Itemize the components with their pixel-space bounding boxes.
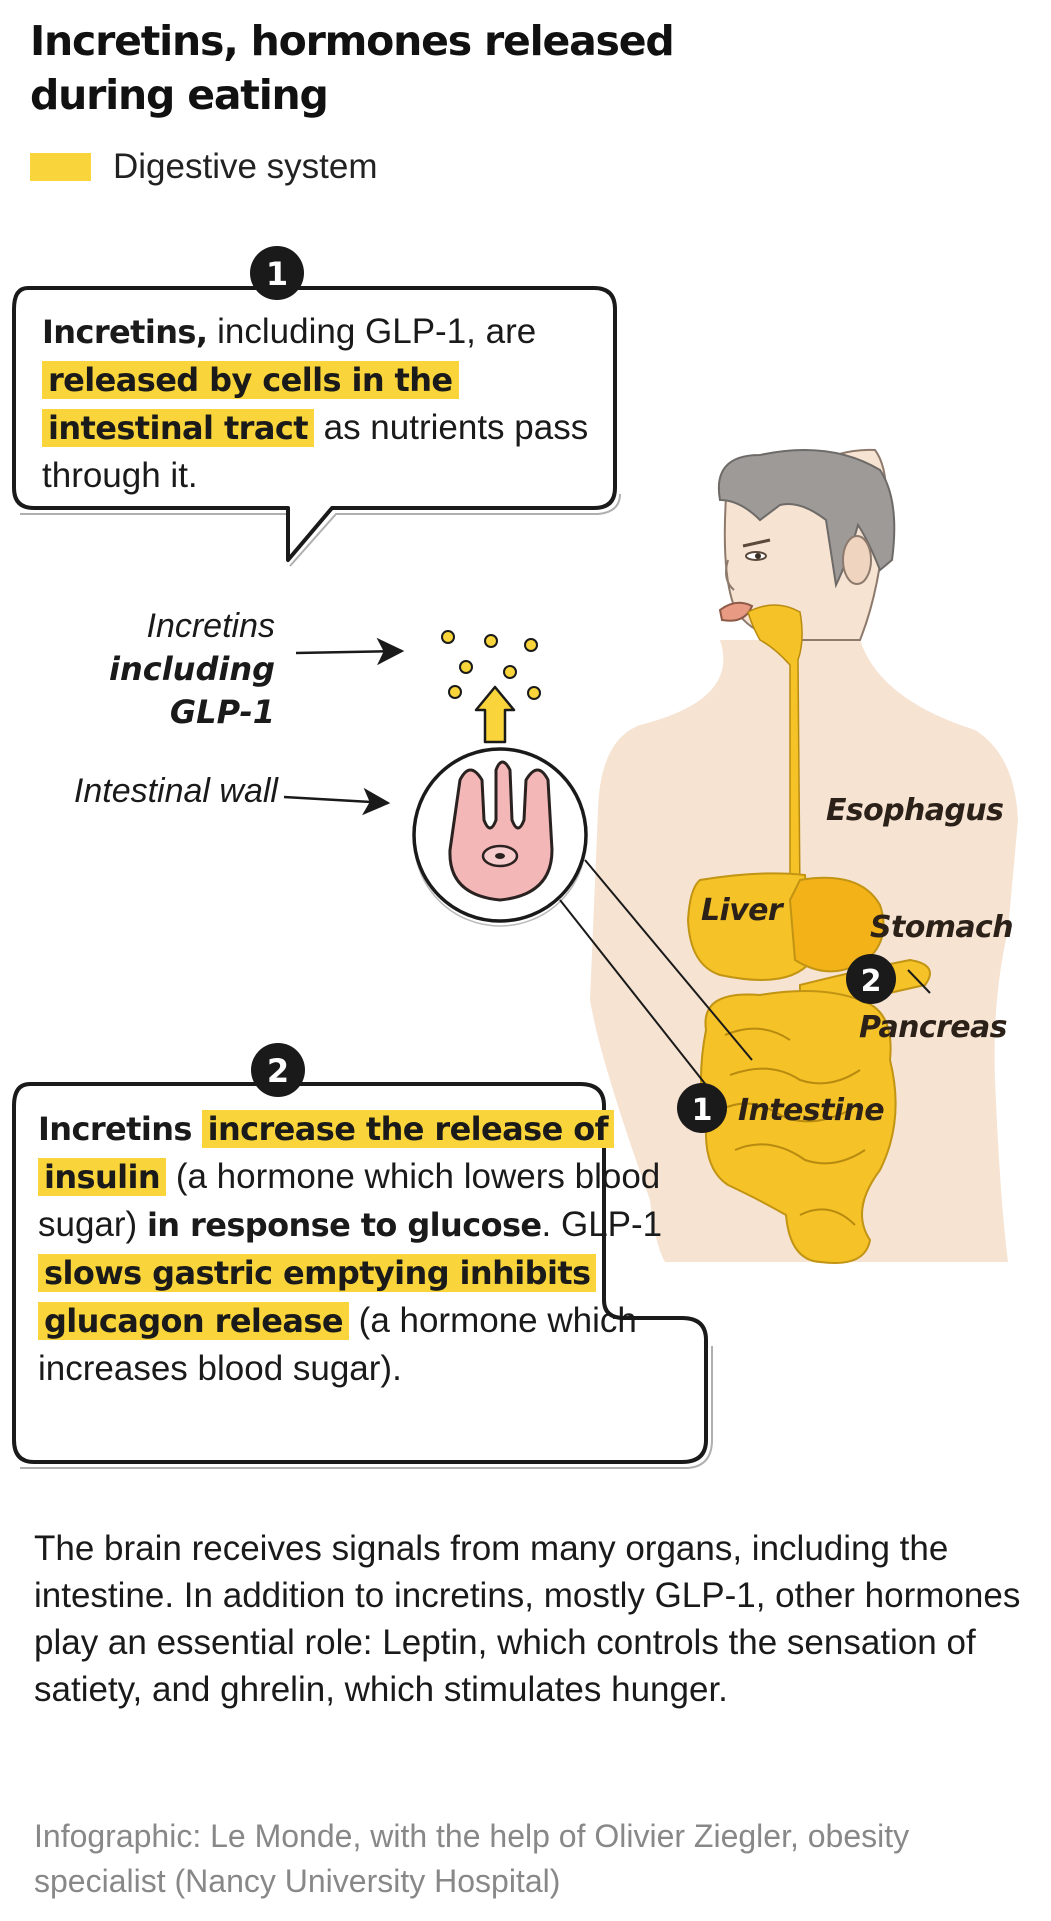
body-text: as nutrients pass through it. [42,408,589,495]
incretin-particles [441,630,541,700]
liver [686,872,814,981]
step-badge-1 [250,246,304,300]
stomach [788,876,885,973]
callout-2-paragraph: Incretins increase the release of insuli… [38,1105,678,1392]
body-text [192,1109,202,1148]
intestine [700,990,897,1264]
bold-text: in response to glucose [146,1206,542,1244]
page-title: Incretins, hormones released during eati… [30,17,675,119]
intestinal-wall-pointer [283,787,391,816]
body-text: (a hormone which lowers blood sugar) [38,1157,661,1244]
incretins-label: Incretins including GLP-1 [60,605,275,734]
label-liver: Liver [701,893,783,928]
step-badge-2-number: 2 [267,1052,289,1090]
body-text: including GLP-1, are [207,312,537,351]
label-intestine: Intestine [738,1093,885,1128]
body-text: . GLP-1 [541,1205,663,1244]
marker-intestine [677,1083,727,1133]
step-badge-1-number: 1 [266,255,288,293]
body-paragraph: The brain receives signals from many org… [34,1529,1021,1709]
body-text: (a hormone which increases blood sugar). [38,1301,637,1388]
marker-pancreas [846,954,896,1004]
callout-1-paragraph: Incretins, including GLP-1, are released… [42,308,602,499]
intestinal-villus [448,760,554,902]
incretins-label-bold: including GLP-1 [108,650,275,731]
hair [717,449,896,589]
intestinal-wall-label: Intestinal wall [73,772,278,810]
bold-text: Incretins [38,1110,192,1148]
release-arrow [474,685,516,744]
callout-text-2: Incretins increase the release of insuli… [38,1105,678,1392]
credit-line: Infographic: Le Monde, with the help of … [34,1818,910,1899]
label-stomach: Stomach [870,910,1014,945]
incretins-label-line1: Incretins [146,607,276,645]
label-esophagus: Esophagus [826,793,1004,828]
callout-text-1: Incretins, including GLP-1, are released… [42,308,602,499]
marker-intestine-number: 1 [692,1093,713,1128]
incretins-pointer [295,637,405,666]
label-pancreas: Pancreas [859,1010,1008,1045]
legend: Digestive system [30,145,378,189]
mouth [718,601,754,622]
legend-label: Digestive system [113,147,378,186]
bold-text: Incretins, [42,313,208,351]
callout-box-1 [12,286,617,562]
step-badge-2 [251,1043,305,1097]
marker-pancreas-number: 2 [861,964,882,999]
legend-swatch [30,153,91,181]
